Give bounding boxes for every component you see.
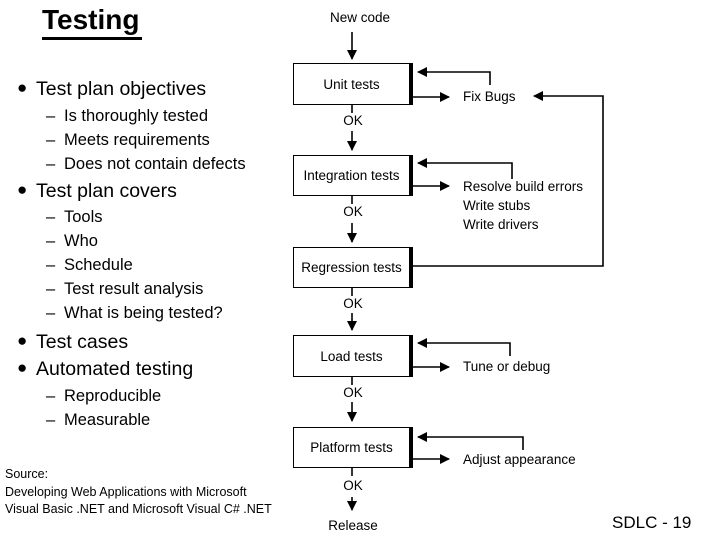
dash-icon: – xyxy=(46,280,56,298)
flow-box-unit-tests: Unit tests xyxy=(293,63,413,105)
side-label-tune-or-debug: Tune or debug xyxy=(463,359,551,374)
sub-bullet-label: Test result analysis xyxy=(64,280,204,298)
dash-icon: – xyxy=(46,155,56,173)
release-label: Release xyxy=(328,518,378,533)
source-block: Source: Developing Web Applications with… xyxy=(5,466,272,519)
side-label-write-stubs: Write stubs xyxy=(463,198,531,213)
ok-label: OK xyxy=(343,478,363,493)
sub-bullet-label: Is thoroughly tested xyxy=(64,107,209,125)
dash-icon: – xyxy=(46,387,56,405)
bullet-label: Test cases xyxy=(36,331,129,353)
arrow-fixbugs-to-unit xyxy=(417,67,491,85)
sub-bullet-item: –Test result analysis xyxy=(46,280,204,299)
dash-icon: – xyxy=(46,107,56,125)
dash-icon: – xyxy=(46,256,56,274)
flow-box-integration-tests: Integration tests xyxy=(293,155,413,196)
arrow-tune-to-load xyxy=(417,338,511,356)
source-line: Developing Web Applications with Microso… xyxy=(5,484,247,499)
flow-box-regression-tests: Regression tests xyxy=(293,247,413,288)
bullet-item: ● Test plan objectives xyxy=(17,78,207,100)
sub-bullet-label: What is being tested? xyxy=(64,304,223,322)
side-label-resolve-build-errors: Resolve build errors xyxy=(463,179,584,194)
sub-bullet-label: Who xyxy=(64,232,98,250)
arrow-resolve-to-integration xyxy=(417,158,513,179)
sub-bullet-label: Reproducible xyxy=(64,387,162,405)
arrow-regression-to-fixbugs xyxy=(413,91,604,267)
sub-bullet-label: Tools xyxy=(64,208,103,226)
dash-icon: – xyxy=(46,232,56,250)
flow-box-platform-tests: Platform tests xyxy=(293,427,413,468)
sub-bullet-item: –Does not contain defects xyxy=(46,155,246,174)
flow-box-label: Unit tests xyxy=(323,76,380,92)
side-label-adjust-appearance: Adjust appearance xyxy=(463,452,576,467)
source-line: Visual Basic .NET and Microsoft Visual C… xyxy=(5,502,272,516)
arrow-adjust-to-platform xyxy=(417,432,524,450)
bullet-icon: ● xyxy=(17,180,28,199)
sub-bullet-item: –Meets requirements xyxy=(46,131,210,150)
bullet-item: ● Test cases xyxy=(17,331,129,353)
bullet-icon: ● xyxy=(17,358,28,377)
source-line: Source: xyxy=(5,467,49,481)
flow-box-label: Load tests xyxy=(320,348,383,364)
ok-label: OK xyxy=(343,113,363,128)
flow-box-label: Regression tests xyxy=(301,260,402,275)
sub-bullet-item: –Measurable xyxy=(46,411,151,430)
sub-bullet-item: –Schedule xyxy=(46,256,133,275)
page-number: SDLC - 19 xyxy=(612,513,692,532)
sub-bullet-item: –Tools xyxy=(46,208,103,227)
sub-bullet-label: Meets requirements xyxy=(64,131,210,149)
sub-bullet-item: –Is thoroughly tested xyxy=(46,107,209,126)
sub-bullet-label: Measurable xyxy=(64,411,151,429)
bullet-label: Test plan covers xyxy=(36,180,177,202)
bullet-item: ● Test plan covers xyxy=(17,180,177,202)
ok-label: OK xyxy=(343,296,363,311)
sub-bullet-label: Does not contain defects xyxy=(64,155,246,173)
dash-icon: – xyxy=(46,131,56,149)
side-label-write-drivers: Write drivers xyxy=(463,217,539,232)
flow-box-load-tests: Load tests xyxy=(293,335,413,377)
flow-box-label: Integration tests xyxy=(303,168,400,183)
bullet-icon: ● xyxy=(17,78,28,97)
sub-bullet-item: –What is being tested? xyxy=(46,304,223,323)
bullet-label: Automated testing xyxy=(36,358,194,380)
ok-label: OK xyxy=(343,385,363,400)
sub-bullet-label: Schedule xyxy=(64,256,133,274)
flow-label-new-code: New code xyxy=(329,10,391,25)
flow-box-label: Platform tests xyxy=(310,440,393,455)
bullet-item: ● Automated testing xyxy=(17,358,194,380)
dash-icon: – xyxy=(46,411,56,429)
page-title: Testing xyxy=(42,4,143,40)
bullet-label: Test plan objectives xyxy=(36,78,207,100)
dash-icon: – xyxy=(46,304,56,322)
side-label-fix-bugs: Fix Bugs xyxy=(463,89,516,104)
sub-bullet-item: –Who xyxy=(46,232,98,251)
dash-icon: – xyxy=(46,208,56,226)
ok-label: OK xyxy=(343,204,363,219)
bullet-icon: ● xyxy=(17,331,28,350)
sub-bullet-item: –Reproducible xyxy=(46,387,162,406)
